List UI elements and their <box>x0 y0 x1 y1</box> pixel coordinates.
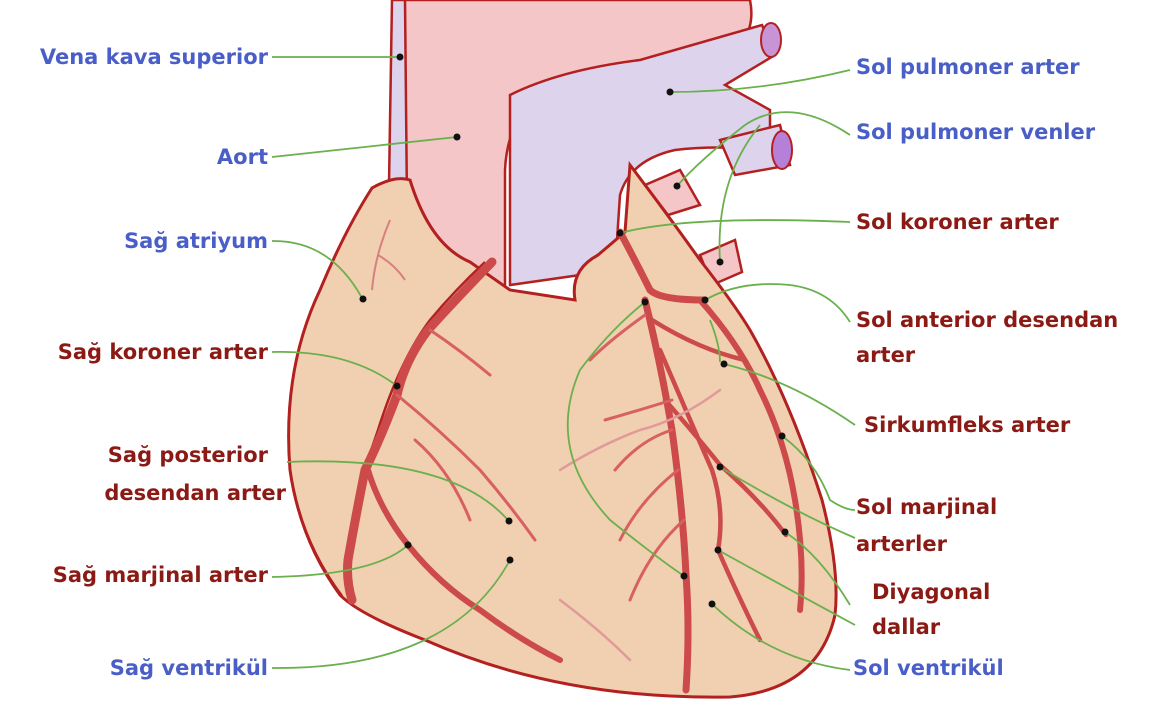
label-sol-marjinal-line2: arterler <box>856 527 947 561</box>
label-sol-anterior-line2: arter <box>856 338 915 372</box>
dot-sirkumfleks <box>721 361 728 368</box>
pulmonary-vein-opening <box>772 131 792 169</box>
dot-lad-lower <box>681 573 688 580</box>
dot-sol-marjinal-2 <box>717 464 724 471</box>
pulmonary-artery-opening <box>761 23 781 57</box>
label-sag-koroner-arter: Sağ koroner arter <box>58 335 268 369</box>
dot-diyagonal-2 <box>715 547 722 554</box>
dot-sol-ventrikul <box>709 601 716 608</box>
dot-sol-pulmoner-ven-2 <box>717 259 724 266</box>
dot-diyagonal-1 <box>782 529 789 536</box>
label-sol-ventrikul: Sol ventrikül <box>853 651 1004 685</box>
dot-sol-anterior-2 <box>702 297 709 304</box>
label-sag-ventrikul: Sağ ventrikül <box>110 651 268 685</box>
dot-aort <box>454 134 461 141</box>
label-sol-anterior-line1: Sol anterior desendan <box>856 303 1118 337</box>
label-aort: Aort <box>217 140 268 174</box>
label-sag-posterior-line1: Sağ posterior <box>108 438 268 472</box>
dot-sag-atriyum <box>360 296 367 303</box>
dot-vena-kava <box>397 54 404 61</box>
label-sag-posterior-line2: desendan arter <box>104 476 286 510</box>
dot-sag-koroner <box>394 383 401 390</box>
dot-sag-ventrikul <box>507 557 514 564</box>
label-diyagonal-line2: dallar <box>872 610 940 644</box>
label-vena-kava-superior: Vena kava superior <box>40 40 268 74</box>
dot-sol-pulmoner-arter <box>667 89 674 96</box>
label-diyagonal-line1: Diyagonal <box>872 575 990 609</box>
label-sol-pulmoner-arter: Sol pulmoner arter <box>856 50 1080 84</box>
dot-sol-koroner <box>617 230 624 237</box>
label-sol-koroner-arter: Sol koroner arter <box>856 205 1059 239</box>
label-sirkumfleks-arter: Sirkumfleks arter <box>864 408 1070 442</box>
label-sol-marjinal-line1: Sol marjinal <box>856 490 997 524</box>
dot-sag-posterior <box>506 518 513 525</box>
dot-sol-marjinal-1 <box>779 433 786 440</box>
label-sag-marjinal-arter: Sağ marjinal arter <box>53 558 268 592</box>
dot-sol-anterior <box>642 299 649 306</box>
dot-sol-pulmoner-ven-1 <box>674 183 681 190</box>
label-sol-pulmoner-venler: Sol pulmoner venler <box>856 115 1095 149</box>
label-sag-atriyum: Sağ atriyum <box>124 224 268 258</box>
dot-sag-marjinal <box>405 542 412 549</box>
